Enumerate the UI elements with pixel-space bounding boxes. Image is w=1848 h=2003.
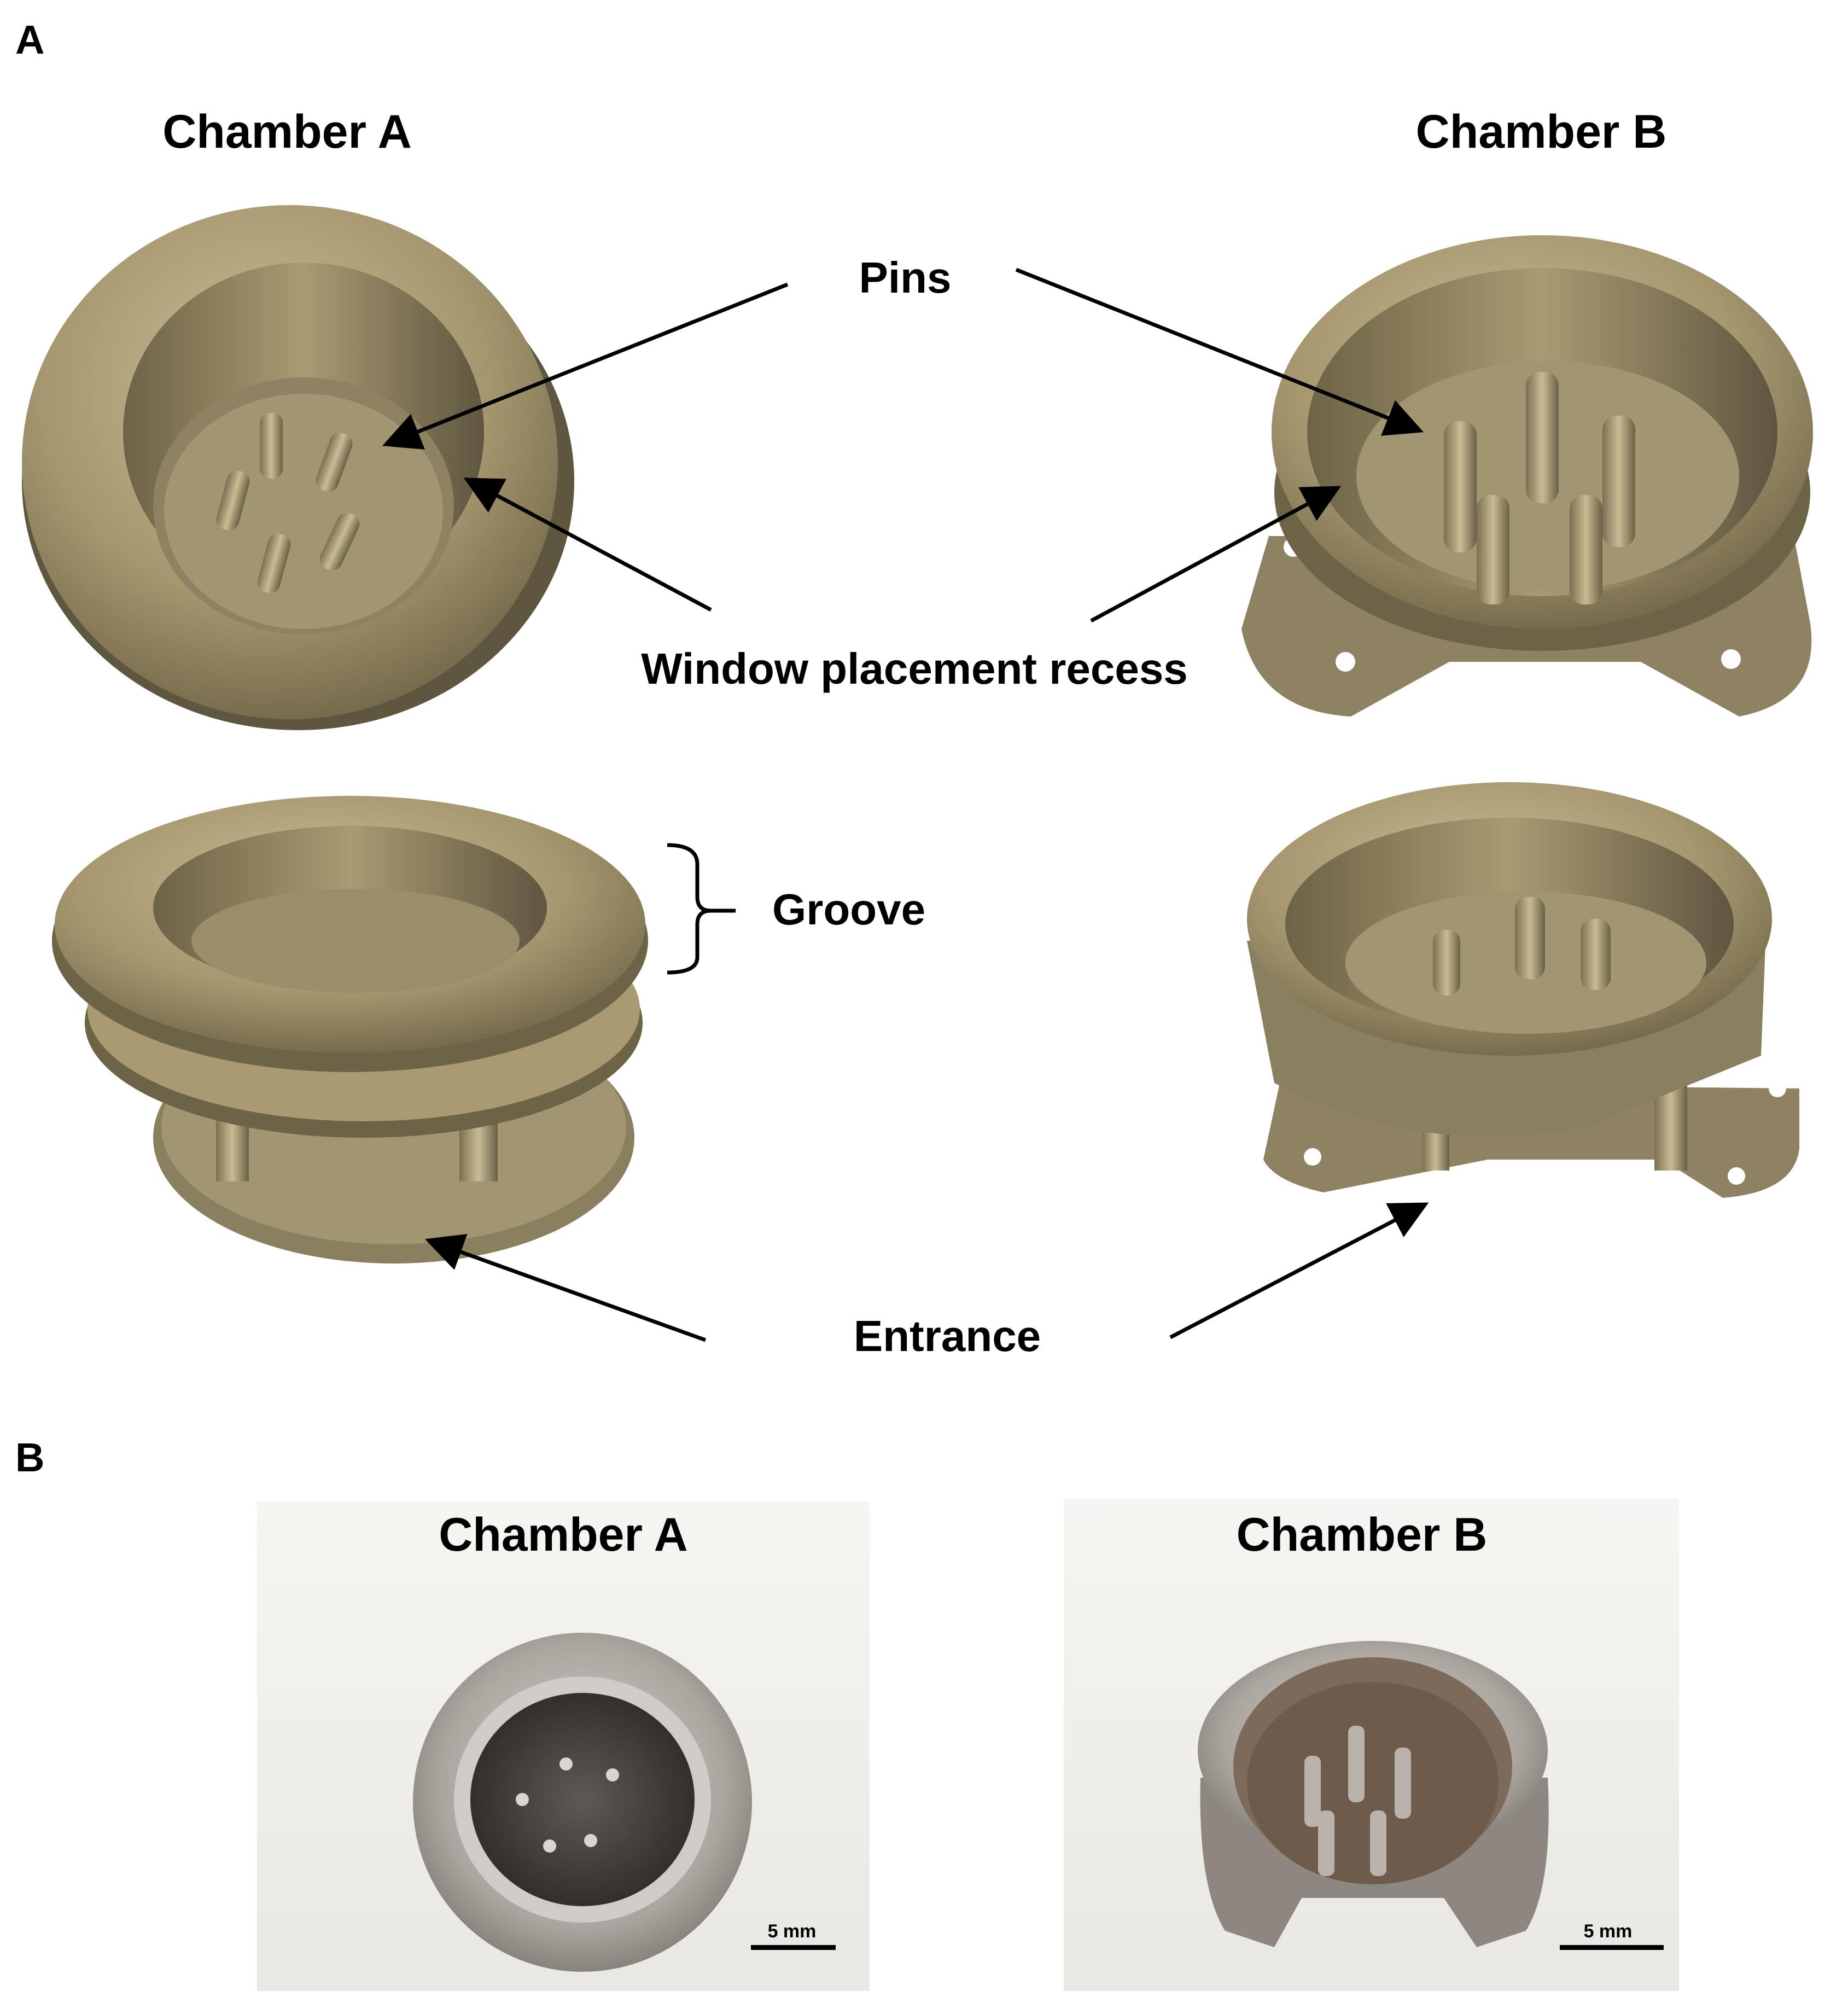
chamber-a-photo: Chamber A 5 mm — [257, 1501, 870, 1991]
chamber-b-top-pins — [1444, 372, 1635, 604]
photo-b-title: Chamber B — [1237, 1509, 1488, 1561]
window-recess-arrow-right — [1090, 486, 1342, 623]
chamber-a-top-render — [22, 205, 574, 730]
photo-a-title: Chamber A — [439, 1509, 688, 1561]
photo-a-pins — [516, 1757, 619, 1853]
pins-arrow-left — [382, 282, 789, 450]
photo-b-scale-label: 5 mm — [1584, 1921, 1633, 1942]
pins-label: Pins — [859, 253, 952, 302]
panel-a-title-chamber-b: Chamber B — [1416, 106, 1667, 158]
window-recess-label: Window placement recess — [641, 644, 1188, 693]
entrance-arrow-right — [1169, 1202, 1429, 1340]
chamber-b-top-render — [1241, 235, 1813, 717]
groove-label: Groove — [772, 885, 925, 934]
photo-b-scale-bar — [1560, 1945, 1664, 1950]
pins-arrow-right — [1015, 267, 1424, 436]
photo-b-pins — [1304, 1726, 1411, 1876]
entrance-label: Entrance — [854, 1312, 1041, 1360]
panel-a-title-chamber-a: Chamber A — [162, 106, 412, 158]
panel-a-letter: A — [15, 17, 44, 62]
panel-b-letter: B — [15, 1435, 44, 1480]
chamber-a-top-pins — [216, 413, 360, 593]
entrance-arrow-left — [424, 1234, 707, 1342]
photo-a-scale-label: 5 mm — [768, 1921, 817, 1942]
groove-bracket — [667, 843, 736, 975]
photo-a-scale-bar — [751, 1945, 836, 1950]
chamber-b-photo: Chamber B 5 mm — [1064, 1499, 1679, 1991]
chamber-a-side-render — [52, 796, 648, 1263]
chamber-b-side-render — [1247, 782, 1799, 1198]
window-recess-arrow-left — [463, 478, 712, 612]
